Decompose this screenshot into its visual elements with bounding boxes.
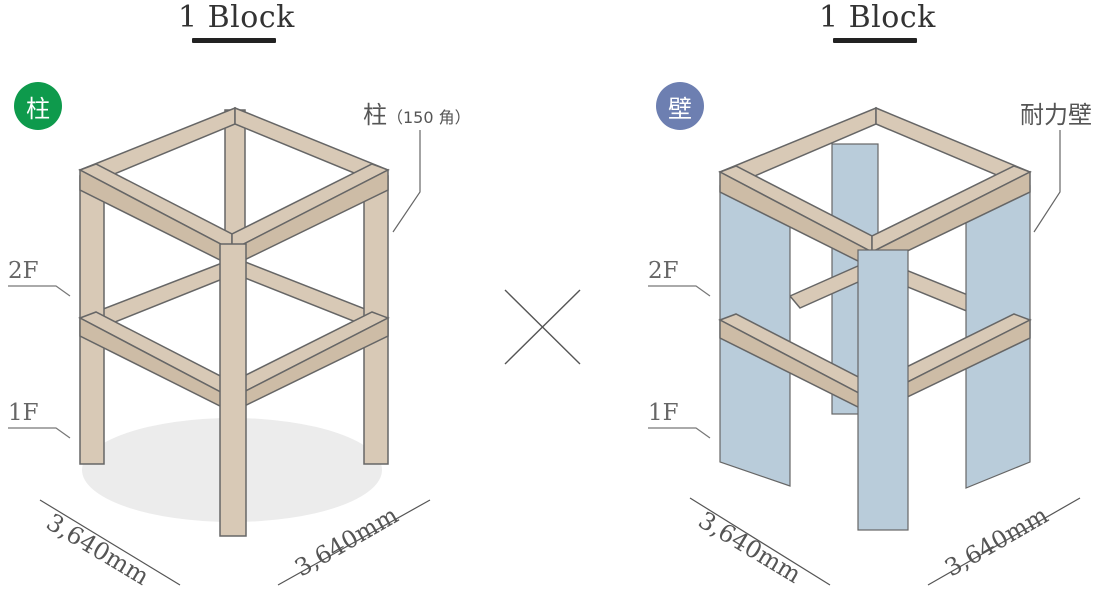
left-callout-main: 柱: [363, 101, 387, 129]
right-floor-1f: 1F: [648, 400, 679, 426]
right-callout-label: 耐力壁: [1020, 101, 1092, 129]
left-2f-pointer: [8, 285, 71, 297]
right-front-wall: [857, 249, 909, 531]
right-title: 1 Block: [819, 0, 936, 35]
right-top-front-beams: [718, 165, 1032, 270]
right-frame: [648, 106, 1081, 586]
right-dim-line-right: [927, 497, 1081, 586]
left-callout-small: （150 角）: [387, 108, 471, 127]
left-2f-front-beams: [78, 311, 390, 414]
right-title-underline: [833, 38, 917, 43]
right-callout-leader: [1033, 130, 1061, 233]
left-top-front-beams: [78, 163, 390, 268]
left-dim-line-right: [277, 499, 431, 586]
left-callout-label: 柱（150 角）: [363, 95, 471, 130]
left-callout-leader: [392, 130, 421, 233]
left-badge: 柱: [14, 82, 62, 130]
left-title-underline: [192, 38, 276, 43]
left-front-post: [219, 243, 247, 537]
right-dim-line-left: [689, 497, 831, 586]
right-2f-front-beams: [718, 313, 1032, 416]
left-1f-pointer: [8, 427, 71, 439]
right-1f-pointer: [648, 427, 711, 439]
right-floor-2f: 2F: [648, 258, 679, 284]
left-title: 1 Block: [178, 0, 295, 35]
left-floor-1f: 1F: [8, 400, 39, 426]
left-dim-line-left: [39, 499, 181, 586]
left-floor-2f: 2F: [8, 258, 39, 284]
left-frame: [8, 106, 431, 586]
right-badge: 壁: [656, 82, 704, 130]
cross-icon: [504, 289, 581, 365]
right-2f-pointer: [648, 285, 711, 297]
